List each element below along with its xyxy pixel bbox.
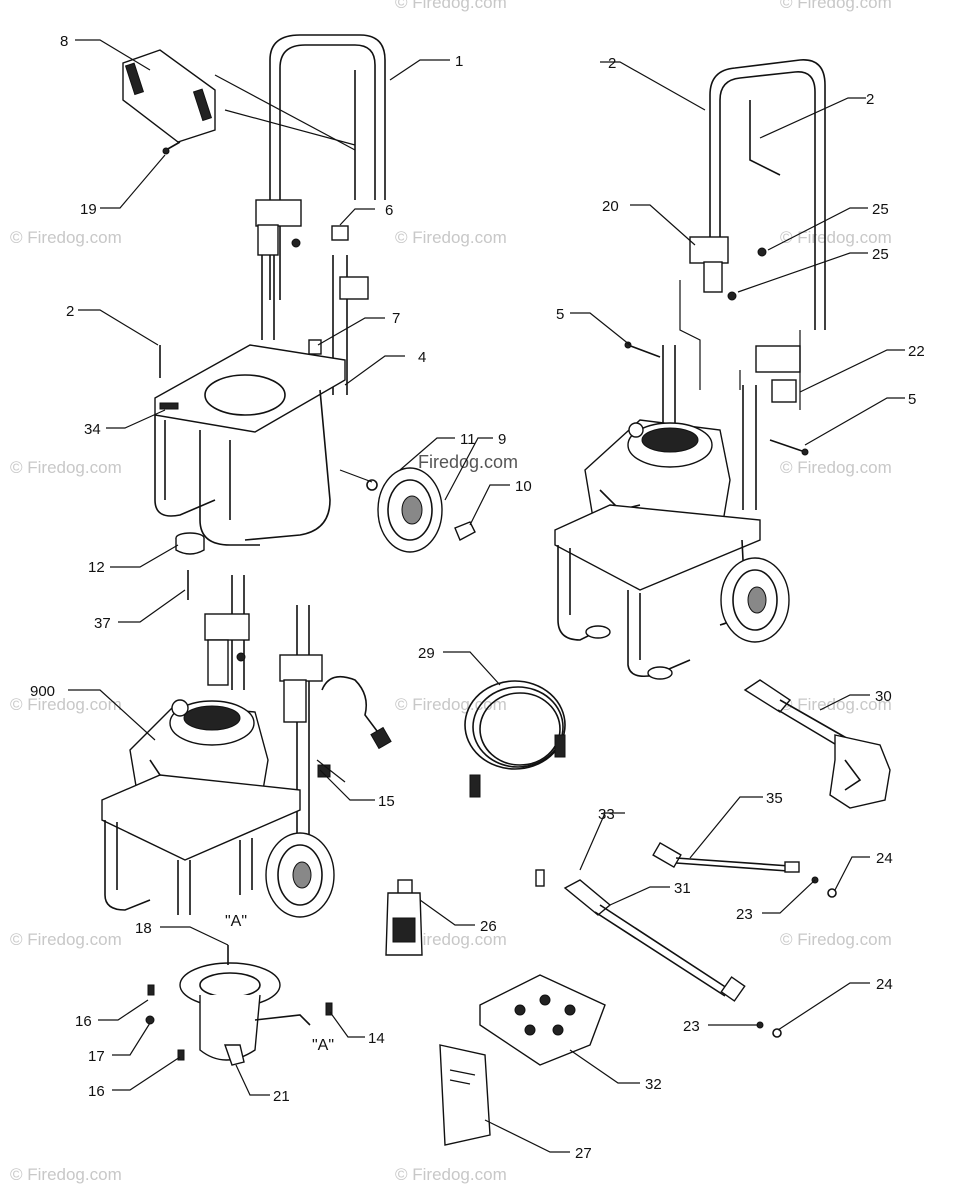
wheel-part xyxy=(339,467,476,553)
callout-label: 34 xyxy=(84,421,101,438)
pump-drawing xyxy=(145,945,333,1066)
callout-label: 26 xyxy=(480,918,497,935)
lance-part xyxy=(652,841,837,898)
watermark: © Firedog.com xyxy=(395,930,507,949)
callout-label: 16 xyxy=(75,1013,92,1030)
callout-labels: 8 1 19 6 2 7 4 34 11 9 10 12 37 2 2 20 2… xyxy=(30,33,925,1162)
watermark: © Firedog.com xyxy=(10,228,122,247)
callout-label: 25 xyxy=(872,201,889,218)
knob-part xyxy=(331,225,349,241)
callout-label: 2 xyxy=(608,55,616,72)
watermark: © Firedog.com xyxy=(780,0,892,12)
callout-label: 37 xyxy=(94,615,111,632)
callout-label: 32 xyxy=(645,1076,662,1093)
callout-label: 33 xyxy=(598,806,615,823)
callout-label: 25 xyxy=(872,246,889,263)
callout-label: 23 xyxy=(683,1018,700,1035)
callout-label: 2 xyxy=(866,91,874,108)
watermark: © Firedog.com xyxy=(780,228,892,247)
connection-marker: "A" xyxy=(312,1037,334,1054)
callout-label: 2 xyxy=(66,303,74,320)
callout-label: 29 xyxy=(418,645,435,662)
callout-label: 1 xyxy=(455,53,463,70)
callout-label: 22 xyxy=(908,343,925,360)
callout-label: 9 xyxy=(498,431,506,448)
callout-label: 7 xyxy=(392,310,400,327)
watermark: © Firedog.com xyxy=(780,930,892,949)
callout-label: 23 xyxy=(736,906,753,923)
callout-label: 5 xyxy=(556,306,564,323)
callout-label: 21 xyxy=(273,1088,290,1105)
engine-unit-drawing xyxy=(101,575,392,918)
callout-label: 24 xyxy=(876,850,893,867)
watermark-layer: © Firedog.com © Firedog.com © Firedog.co… xyxy=(10,0,892,1184)
callout-label: 35 xyxy=(766,790,783,807)
watermark: © Firedog.com xyxy=(10,695,122,714)
watermark: © Firedog.com xyxy=(395,228,507,247)
callout-label: 8 xyxy=(60,33,68,50)
oil-bottle-part xyxy=(385,879,423,956)
nozzle-kit-part xyxy=(479,974,606,1066)
callout-label: 31 xyxy=(674,880,691,897)
watermark: © Firedog.com xyxy=(395,0,507,12)
center-watermark: Firedog.com xyxy=(418,452,518,472)
callout-label: 11 xyxy=(460,431,476,448)
callout-label: 20 xyxy=(602,198,619,215)
watermark: © Firedog.com xyxy=(395,695,507,714)
callout-label: 900 xyxy=(30,683,55,700)
callout-label: 14 xyxy=(368,1030,385,1047)
callout-label: 6 xyxy=(385,202,393,219)
assembled-unit-drawing xyxy=(554,59,826,680)
leader-lines xyxy=(68,39,905,1153)
hose-part xyxy=(464,680,566,798)
watermark: © Firedog.com xyxy=(780,695,892,714)
callout-label: 30 xyxy=(875,688,892,705)
callout-label: 18 xyxy=(135,920,152,937)
callout-label: 15 xyxy=(378,793,395,810)
watermark: © Firedog.com xyxy=(395,1165,507,1184)
spray-gun-part xyxy=(743,679,891,809)
callout-label: 5 xyxy=(908,391,916,408)
watermark: © Firedog.com xyxy=(780,458,892,477)
callout-label: 12 xyxy=(88,559,105,576)
callout-label: 19 xyxy=(80,201,97,218)
watermark: © Firedog.com xyxy=(10,930,122,949)
callout-label: 10 xyxy=(515,478,532,495)
callout-label: 4 xyxy=(418,349,426,366)
callout-label: 16 xyxy=(88,1083,105,1100)
connection-marker: "A" xyxy=(225,913,247,930)
manual-part xyxy=(439,1044,491,1146)
callout-label: 27 xyxy=(575,1145,592,1162)
watermark: © Firedog.com xyxy=(10,1165,122,1184)
watermark: © Firedog.com xyxy=(10,458,122,477)
callout-label: 24 xyxy=(876,976,893,993)
callout-label: 17 xyxy=(88,1048,105,1065)
frame-assembly-drawing xyxy=(122,34,386,600)
